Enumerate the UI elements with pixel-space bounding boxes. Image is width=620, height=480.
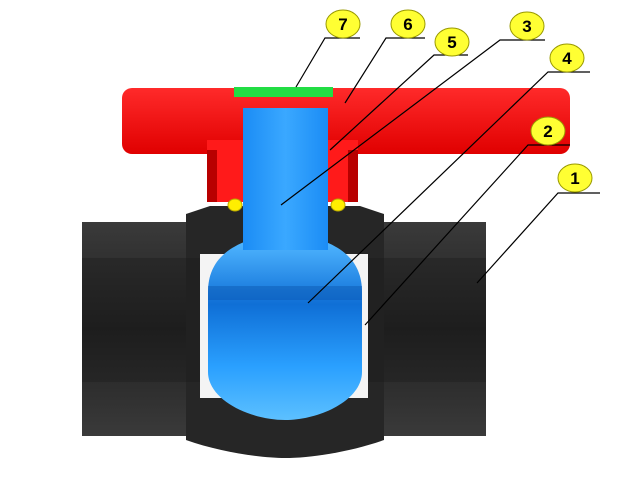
handle-boss-shade-left	[207, 150, 217, 202]
callout-2-label: 2	[543, 122, 552, 141]
callout-7-circle	[325, 9, 361, 39]
callout-3-label: 3	[522, 17, 531, 36]
leader-line-7	[295, 37, 360, 88]
valve-handle	[122, 88, 570, 208]
callout-3-circle	[509, 11, 545, 41]
callout-3: 3	[509, 11, 545, 41]
callout-1: 1	[557, 163, 593, 193]
callout-4-label: 4	[562, 49, 572, 68]
callout-2: 2	[530, 116, 566, 146]
callout-2-circle	[530, 116, 566, 146]
callout-6-label: 6	[403, 15, 412, 34]
o-ring-right	[330, 198, 346, 212]
callout-7-label: 7	[338, 15, 347, 34]
top-seal	[234, 87, 333, 97]
callout-5-label: 5	[447, 33, 456, 52]
left-pipe-end	[82, 222, 190, 436]
callout-7: 7	[325, 9, 361, 39]
o-rings	[227, 198, 346, 212]
callout-1-label: 1	[570, 169, 579, 188]
callout-5-circle	[434, 27, 470, 57]
callout-5: 5	[434, 27, 470, 57]
valve-ball	[208, 242, 362, 420]
right-pipe-end	[378, 222, 486, 436]
handle-boss-shade-right	[348, 150, 358, 202]
ball-bore-band	[208, 286, 362, 300]
leader-line-1	[476, 192, 600, 284]
callout-6: 6	[390, 9, 426, 39]
handle-arm	[122, 88, 570, 154]
ball-shape	[208, 242, 362, 420]
stem-through-handle	[243, 108, 328, 208]
callout-1-circle	[557, 163, 593, 193]
leader-line-4	[307, 71, 590, 304]
callout-4: 4	[549, 43, 585, 73]
callout-6-circle	[390, 9, 426, 39]
leader-line-2	[364, 144, 570, 326]
callout-4-circle	[549, 43, 585, 73]
o-ring-left	[227, 198, 243, 212]
